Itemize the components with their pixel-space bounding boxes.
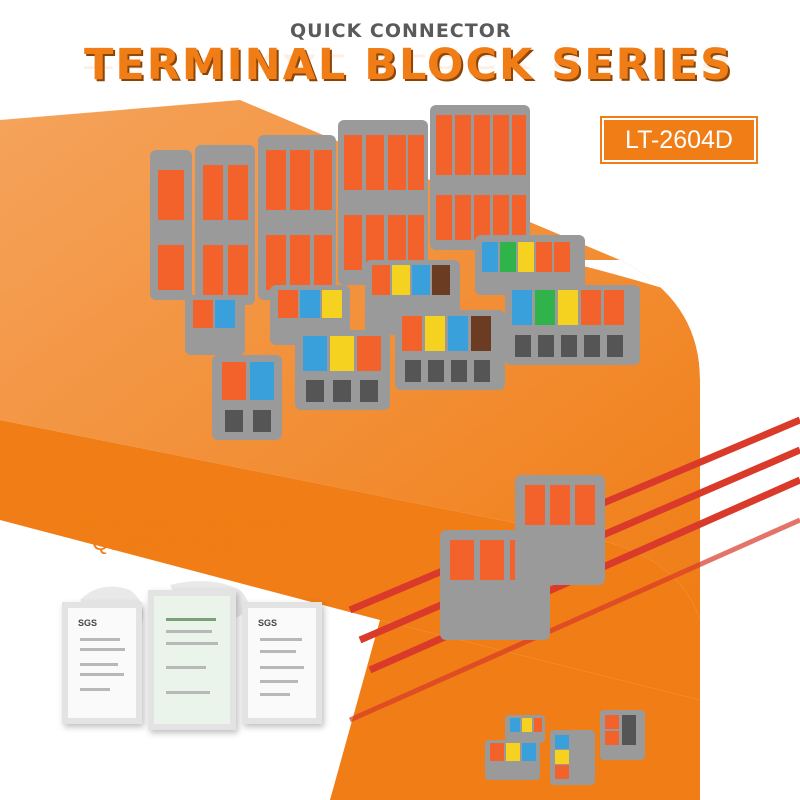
connector-icon [475,235,585,295]
connector-icon [295,330,390,410]
connector-icon [195,145,255,305]
certificate-mark: SGS [258,618,278,628]
connector-icon [258,135,336,300]
connector-icon [185,295,245,355]
certificate-document: SGS [242,602,322,724]
connector-icon [505,285,640,365]
model-badge: LT-2604D [602,118,756,162]
certification-line-1: Authoritative certification [58,510,298,535]
connector-icon [338,120,428,285]
certificate-mark: SGS [78,618,98,628]
wired-connector [348,416,800,723]
connector-icon [430,105,530,250]
certificate-document [148,590,236,730]
certificate-document: SGS [62,602,142,724]
connector-icon [485,740,540,780]
connector-icon [150,150,192,300]
header-title: TERMINAL BLOCK SERIES [84,40,734,90]
connector-icon [212,355,282,440]
connector-icon [600,710,645,760]
header-subtitle: QUICK CONNECTOR [290,20,512,42]
connector-icon [395,310,505,390]
connector-icon [505,715,545,743]
connector-icon [550,730,595,785]
certification-line-2: Quality assurance [92,530,269,555]
